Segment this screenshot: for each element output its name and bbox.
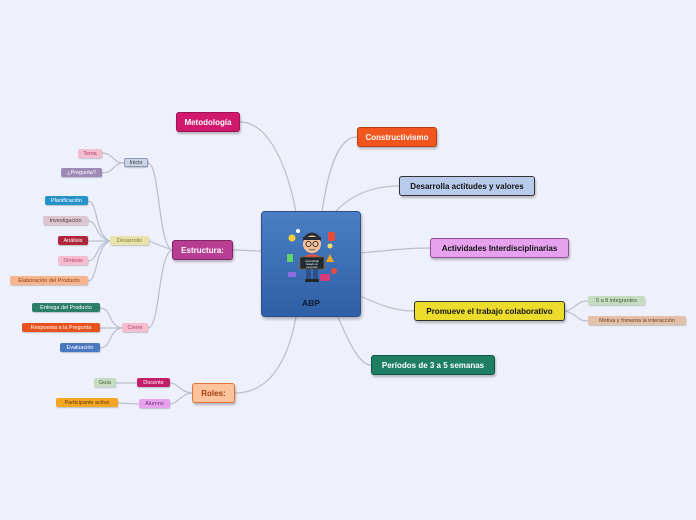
- connector-desarrolla: [334, 185, 400, 213]
- central-topic-label: ABP: [302, 298, 320, 308]
- connector-roles: [234, 316, 297, 394]
- node-cierre[interactable]: Cierre: [122, 323, 148, 332]
- node-tema[interactable]: Tema: [78, 149, 102, 158]
- node-alumno[interactable]: Alumno: [139, 399, 170, 408]
- node-estructura[interactable]: Estructura:: [172, 240, 233, 260]
- svg-text:proyectos: proyectos: [306, 265, 318, 269]
- node-planificacion[interactable]: Planificación: [45, 196, 88, 205]
- node-inicio[interactable]: Inicio: [124, 158, 148, 167]
- node-roles[interactable]: Roles:: [192, 383, 235, 403]
- connector-actividades: [359, 247, 431, 254]
- connector-promueve: [359, 295, 415, 312]
- node-actividades-interdisciplinarias[interactable]: Actividades Interdisciplinarias: [430, 238, 569, 258]
- central-topic-abp[interactable]: Aprendizaje basado en proyectos ABP: [261, 211, 361, 317]
- node-evaluacion[interactable]: Evaluación: [60, 343, 100, 352]
- node-metodologia[interactable]: Metodología: [176, 112, 240, 132]
- node-constructivismo[interactable]: Constructivismo: [357, 127, 437, 147]
- node-respuesta[interactable]: Respuesta a la Pregunta: [22, 323, 100, 332]
- node-periodos[interactable]: Períodos de 3 a 5 semanas: [371, 355, 495, 375]
- connector-estructura: [232, 249, 263, 252]
- node-participante[interactable]: Participante activo: [56, 398, 118, 407]
- connector-constructivismo: [321, 136, 358, 213]
- node-desarrolla-actitudes[interactable]: Desarrolla actitudes y valores: [399, 176, 535, 196]
- svg-text:Aprendizaje: Aprendizaje: [305, 259, 319, 263]
- svg-text:basado en: basado en: [306, 262, 319, 266]
- node-promueve-trabajo[interactable]: Promueve el trabajo colaborativo: [414, 301, 565, 321]
- node-guia[interactable]: Guía: [94, 378, 116, 387]
- node-pregunta[interactable]: ¿Pregunta?: [61, 168, 102, 177]
- connector-periodos: [337, 316, 372, 366]
- node-sintesis[interactable]: Síntesis: [58, 256, 88, 265]
- node-elaboracion[interactable]: Elaboración del Producto: [10, 276, 88, 285]
- connector-metodologia: [239, 121, 297, 213]
- node-docente[interactable]: Docente: [137, 378, 170, 387]
- node-analisis[interactable]: Análisis: [58, 236, 88, 245]
- node-entrega[interactable]: Entrega del Producto: [32, 303, 100, 312]
- node-desarrollo[interactable]: Desarrollo: [110, 236, 149, 245]
- student-illustration-icon: Aprendizaje basado en proyectos: [287, 229, 337, 282]
- node-motiva[interactable]: Motiva y fomenta la interacción: [588, 316, 686, 325]
- node-investigacion[interactable]: Investigación: [43, 216, 88, 225]
- node-integrantes[interactable]: 5 a 8 integrantes: [588, 296, 645, 305]
